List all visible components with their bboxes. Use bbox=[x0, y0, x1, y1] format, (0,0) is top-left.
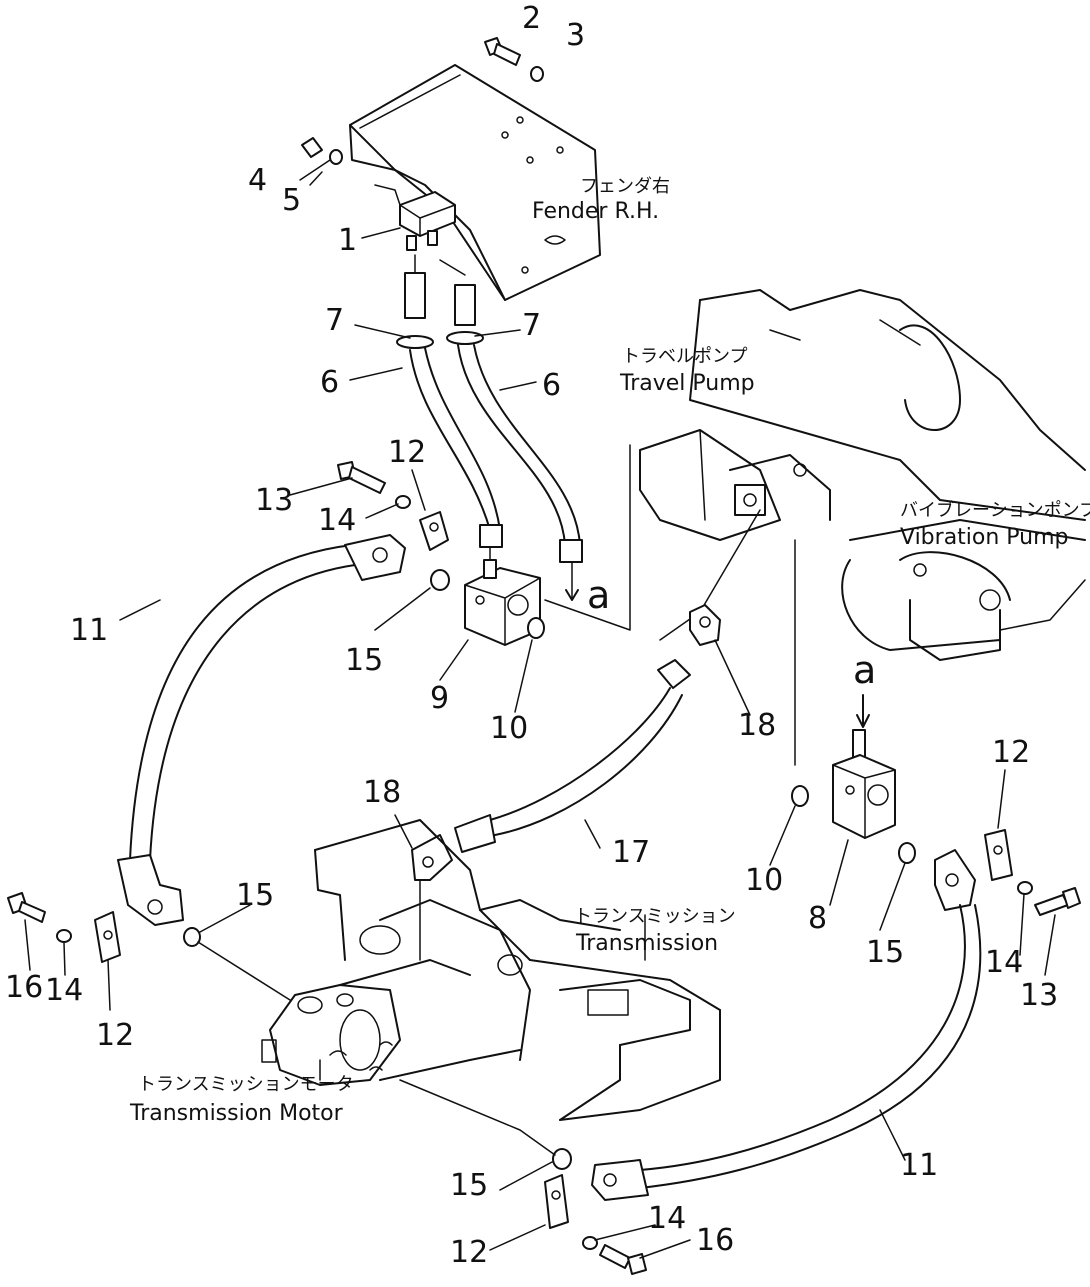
travel-pump-label-en: Travel Pump bbox=[619, 371, 755, 396]
callout-6-left: 6 bbox=[320, 365, 339, 400]
vibration-pump-label-en: Vibration Pump bbox=[900, 525, 1069, 550]
callout-14-upper: 14 bbox=[318, 503, 356, 538]
callout-13-upper: 13 bbox=[255, 483, 293, 518]
callout-10-right: 10 bbox=[745, 863, 783, 898]
part-16-bolt-left bbox=[7, 892, 46, 923]
part-15-oring-upper bbox=[430, 569, 450, 591]
transmission bbox=[314, 819, 721, 1121]
callout-10-upper: 10 bbox=[490, 711, 528, 746]
connection-mark-a-upper: a bbox=[587, 573, 610, 617]
part-14-washer-upper bbox=[395, 495, 411, 509]
callout-numbers: 1 2 3 4 5 6 6 7 7 8 9 10 10 11 11 12 12 … bbox=[5, 1, 1058, 1270]
callout-6-right: 6 bbox=[542, 368, 561, 403]
callout-12-bottom: 12 bbox=[450, 1235, 488, 1270]
part-10-oring-upper bbox=[527, 617, 545, 639]
callout-18-lower: 18 bbox=[363, 775, 401, 810]
transmission-motor-label-jp: トランスミッションモータ bbox=[138, 1074, 354, 1095]
callout-2: 2 bbox=[522, 1, 541, 36]
callout-11-left: 11 bbox=[70, 613, 108, 648]
callout-9: 9 bbox=[430, 681, 449, 716]
part-12-flange-bottom bbox=[544, 1174, 569, 1229]
callout-12-right: 12 bbox=[992, 735, 1030, 770]
callout-4: 4 bbox=[248, 163, 267, 198]
callout-1: 1 bbox=[338, 223, 357, 258]
part-6-hose-right bbox=[454, 284, 583, 601]
part-18-elbow-upper bbox=[689, 604, 721, 646]
fender-label-en: Fender R.H. bbox=[532, 199, 659, 224]
transmission-label-jp: トランスミッション bbox=[574, 906, 736, 927]
callout-12-left: 12 bbox=[96, 1018, 134, 1053]
callout-7-left: 7 bbox=[325, 303, 344, 338]
travel-pump-label-jp: トラベルポンプ bbox=[622, 346, 747, 367]
connection-mark-a-lower: a bbox=[853, 648, 876, 692]
part-11-hose-left bbox=[117, 534, 406, 926]
callout-15-bottom: 15 bbox=[450, 1168, 488, 1203]
callout-15-right: 15 bbox=[866, 935, 904, 970]
part-14-washer-left bbox=[56, 929, 72, 943]
fender-label-jp: フェンダ右 bbox=[580, 176, 670, 197]
part-17-hose bbox=[454, 659, 691, 853]
transmission-label-en: Transmission bbox=[575, 931, 718, 956]
callout-11-right: 11 bbox=[900, 1148, 938, 1183]
part-8-block bbox=[832, 729, 896, 839]
part-14-washer-bottom bbox=[582, 1236, 598, 1250]
callout-13-right: 13 bbox=[1020, 978, 1058, 1013]
part-15-oring-left bbox=[183, 927, 201, 947]
callout-3: 3 bbox=[566, 18, 585, 53]
part-12-flange-upper bbox=[419, 511, 449, 551]
part-16-bolt-bottom bbox=[599, 1244, 647, 1275]
transmission-motor-label-en: Transmission Motor bbox=[129, 1101, 344, 1126]
fender-rh bbox=[349, 64, 601, 301]
part-15-oring-bottom bbox=[552, 1148, 572, 1170]
callout-8: 8 bbox=[808, 901, 827, 936]
leader-lines bbox=[24, 159, 1056, 1259]
callout-16-bottom: 16 bbox=[696, 1223, 734, 1258]
callout-14-left: 14 bbox=[45, 973, 83, 1008]
callout-16-left: 16 bbox=[5, 970, 43, 1005]
component-labels: フェンダ右 Fender R.H. トラベルポンプ Travel Pump バイ… bbox=[129, 176, 1090, 1126]
part-11-hose-right bbox=[591, 849, 982, 1201]
part-15-oring-right bbox=[898, 842, 916, 864]
part-1-valve bbox=[374, 184, 456, 251]
part-4-plug bbox=[301, 137, 323, 158]
part-6-hose-left bbox=[404, 272, 503, 576]
callout-18-upper: 18 bbox=[738, 708, 776, 743]
part-18-elbow-lower bbox=[411, 834, 453, 881]
connection-marks: a a bbox=[587, 573, 876, 728]
callout-12-upper: 12 bbox=[388, 435, 426, 470]
part-13-bolt-right bbox=[1034, 887, 1081, 916]
part-10-oring-right bbox=[791, 785, 809, 807]
callout-17: 17 bbox=[612, 835, 650, 870]
travel-vibration-pump bbox=[639, 289, 1086, 661]
part-14-washer-right bbox=[1017, 881, 1033, 895]
part-7-clamps bbox=[396, 331, 484, 349]
callout-5: 5 bbox=[282, 183, 301, 218]
callout-15-left: 15 bbox=[236, 878, 274, 913]
part-5-oring bbox=[329, 149, 343, 165]
part-3-washer bbox=[530, 66, 544, 82]
part-13-bolt-upper bbox=[337, 461, 386, 494]
callout-14-right: 14 bbox=[985, 945, 1023, 980]
part-12-flange-right bbox=[984, 829, 1013, 881]
leader-a-line bbox=[544, 444, 631, 631]
callout-7-right: 7 bbox=[522, 308, 541, 343]
callout-15-upper: 15 bbox=[345, 643, 383, 678]
part-2-bolt bbox=[484, 37, 521, 66]
part-12-flange-left bbox=[94, 911, 121, 963]
callout-14-bottom: 14 bbox=[648, 1201, 686, 1236]
vibration-pump-label-jp: バイブレーションポンプ bbox=[900, 499, 1090, 521]
transmission-motor bbox=[261, 879, 556, 1156]
